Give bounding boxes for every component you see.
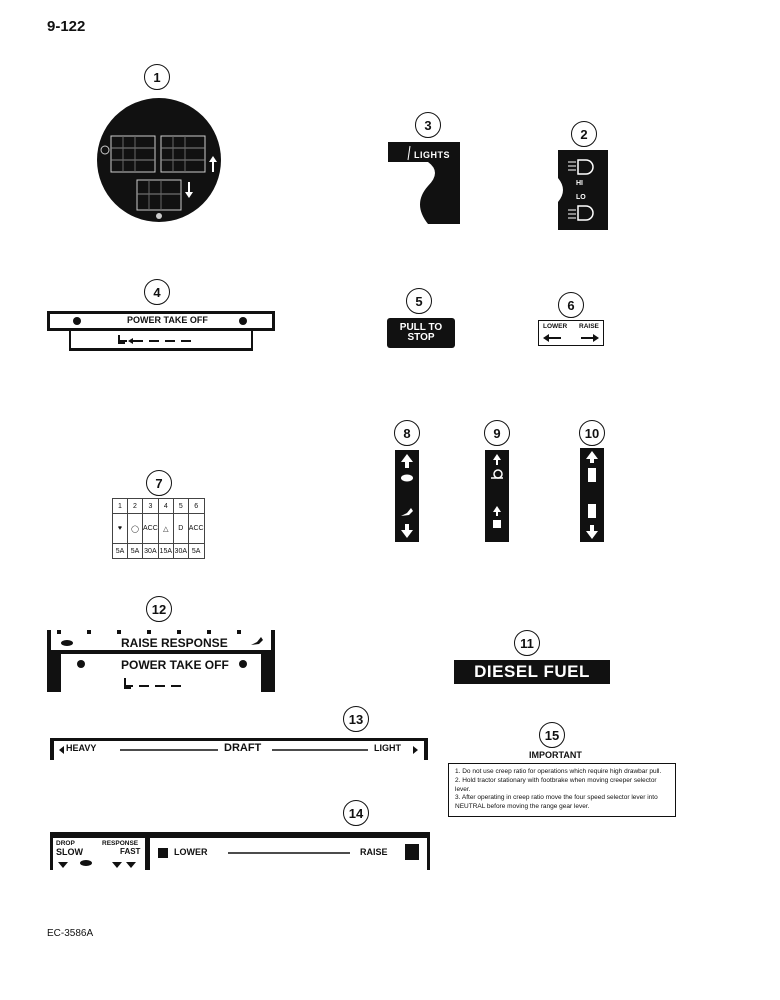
fuse-col-4: 4: [157, 498, 174, 514]
hazard-icon: △: [163, 525, 169, 533]
raise-response-shape: [47, 630, 275, 692]
callout-15: 15: [539, 722, 565, 748]
fuse-symbol-cell: ACC: [187, 513, 205, 544]
page-number: 9-122: [47, 18, 86, 35]
fuse-symbol-cell: D: [172, 513, 189, 544]
fast-label: FAST: [120, 847, 141, 856]
headlight-switch-decal: HI LO: [558, 150, 608, 230]
gear-chart-decal: [97, 98, 221, 222]
callout-3: 3: [415, 112, 441, 138]
callout-13: 13: [343, 706, 369, 732]
fuse-rating: 30A: [172, 543, 189, 559]
fuse-table: 1 2 3 4 5 6 ♥ ◯ ACC △ D ACC 5A 5A 30A 15…: [112, 498, 205, 559]
draft-shape: [50, 738, 428, 760]
diesel-fuel-decal: DIESEL FUEL: [454, 660, 610, 684]
headlight-switch-shape: [558, 150, 608, 230]
slow-label: SLOW: [56, 847, 83, 857]
pto-label: POWER TAKE OFF: [127, 315, 208, 325]
draft-decal: HEAVY DRAFT LIGHT: [50, 738, 428, 760]
fuse-col-2: 2: [127, 498, 143, 514]
acc-label-2: ACC: [188, 525, 204, 532]
fuse-symbol-cell: ♥: [112, 513, 128, 544]
fuse-rating: 5A: [112, 543, 128, 559]
callout-2: 2: [571, 121, 597, 147]
lower-raise-decal: LOWER RAISE: [538, 320, 604, 346]
lower-label: LOWER: [543, 323, 568, 330]
draft-label: DRAFT: [224, 742, 262, 754]
callout-4: 4: [144, 279, 170, 305]
callout-8: 8: [394, 420, 420, 446]
fuse-col-6: 6: [187, 498, 205, 514]
callout-1: 1: [144, 64, 170, 90]
pto-shape: [47, 311, 275, 351]
important-title: IMPORTANT: [529, 750, 582, 760]
response-label: RESPONSE: [102, 840, 139, 847]
callout-7: 7: [146, 470, 172, 496]
fuse-symbol-cell: △: [157, 513, 174, 544]
raise-response-decal: RAISE RESPONSE POWER TAKE OFF: [47, 630, 275, 692]
pull-to-label: PULL TO: [399, 321, 443, 333]
figure-code: EC-3586A: [47, 928, 94, 939]
lights-switch-decal: LIGHTS: [388, 142, 460, 224]
fuse-col-1: 1: [112, 498, 128, 514]
fuse-rating: 5A: [127, 543, 143, 559]
tractor-up-down-decal: [580, 448, 604, 542]
gear-chart-graphic: [100, 135, 217, 219]
important-notice: 1. Do not use creep ratio for operations…: [448, 763, 676, 817]
raise-label-2: RAISE: [360, 847, 388, 857]
raise-label: RAISE: [579, 323, 599, 330]
drop-label: DROP: [56, 840, 75, 847]
important-item-1: 1. Do not use creep ratio for operations…: [455, 768, 662, 775]
stop-label: STOP: [407, 332, 435, 343]
fuse-symbol-cell: ACC: [142, 513, 159, 544]
raise-response-label: RAISE RESPONSE: [121, 636, 228, 650]
pto-label-2: POWER TAKE OFF: [121, 658, 229, 672]
lights-switch-shape: [388, 142, 460, 224]
drop-response-shape: [50, 832, 430, 870]
fuse-symbol-cell: ◯: [127, 513, 143, 544]
fuse-rating: 5A: [187, 543, 205, 559]
gauge-icon: ◯: [131, 525, 139, 533]
callout-11: 11: [514, 630, 540, 656]
callout-6: 6: [558, 292, 584, 318]
hitch-speed-icons: [401, 454, 413, 538]
callout-12: 12: [146, 596, 172, 622]
lights-label: LIGHTS: [414, 150, 450, 160]
fuse-col-5: 5: [172, 498, 189, 514]
acc-label-1: ACC: [143, 525, 158, 532]
creeper-decal: [485, 450, 509, 542]
hi-label: HI: [576, 180, 583, 187]
important-item-3: 3. After operating in creep ratio move t…: [455, 794, 658, 811]
callout-9: 9: [484, 420, 510, 446]
important-item-2: 2. Hold tractor stationary with footbrak…: [455, 776, 657, 793]
fuse-rating: 30A: [142, 543, 159, 559]
heavy-label: HEAVY: [66, 743, 97, 753]
headlight-icon: D: [178, 525, 184, 532]
light-label: LIGHT: [374, 743, 401, 753]
fuse-rating: 15A: [157, 543, 174, 559]
fuse-panel-decal: 1 2 3 4 5 6 ♥ ◯ ACC △ D ACC 5A 5A 30A 15…: [112, 498, 205, 559]
lower-label-2: LOWER: [174, 847, 208, 857]
pull-to-stop-decal: PULL TO STOP: [387, 318, 455, 348]
lower-raise-arrows: [543, 334, 599, 342]
fuse-col-3: 3: [142, 498, 159, 514]
pto-decal: POWER TAKE OFF: [47, 311, 275, 351]
tractor-direction-icons: [586, 451, 598, 539]
callout-10: 10: [579, 420, 605, 446]
lo-label: LO: [576, 194, 586, 201]
hitch-rabbit-turtle-decal: [395, 450, 419, 542]
creeper-icons: [491, 454, 503, 528]
drop-response-decal: DROP SLOW RESPONSE FAST LOWER RAISE: [50, 832, 430, 872]
heater-icon: ♥: [117, 525, 123, 532]
callout-14: 14: [343, 800, 369, 826]
callout-5: 5: [406, 288, 432, 314]
